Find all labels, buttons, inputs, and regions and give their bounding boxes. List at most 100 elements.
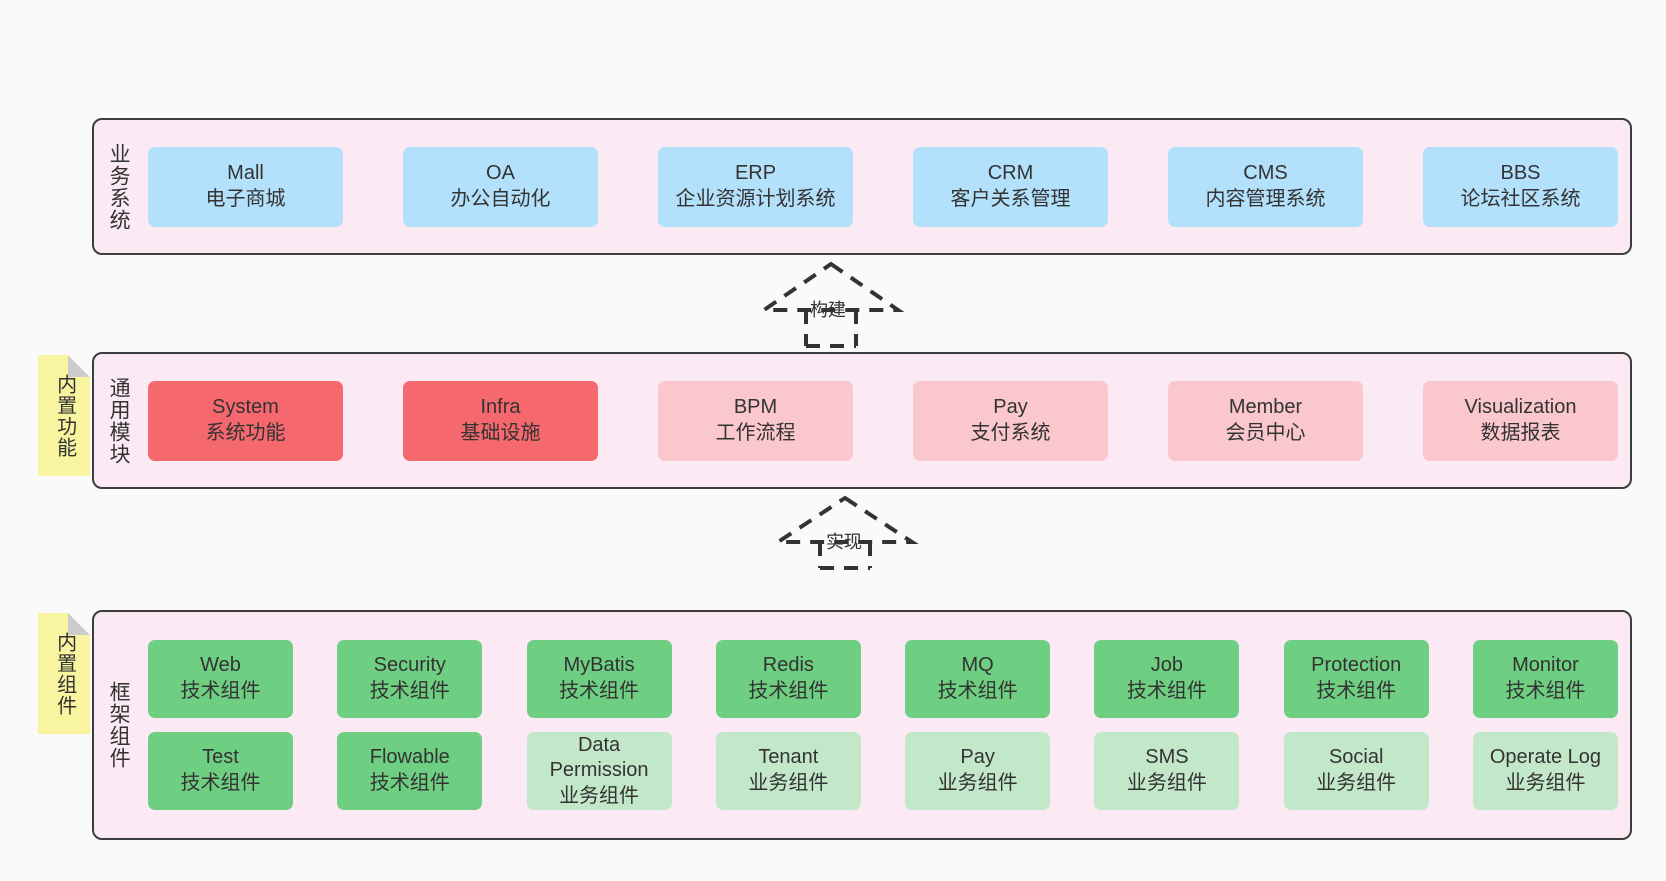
- card-title: BBS: [1500, 161, 1541, 184]
- card-title: Visualization: [1464, 395, 1577, 418]
- card-title: BPM: [733, 395, 778, 418]
- business-card-bbs[interactable]: BBS 论坛社区系统: [1423, 146, 1618, 227]
- card-title: Member: [1228, 395, 1303, 418]
- connector-implement-arrow: 实现: [771, 492, 919, 570]
- card-subtitle: 业务组件: [1316, 772, 1397, 794]
- card-subtitle: 技术组件: [1126, 680, 1207, 702]
- framework-card-redis[interactable]: Redis 技术组件: [715, 640, 861, 718]
- connector-implement-label: 实现: [826, 532, 862, 552]
- card-subtitle: 支付系统: [970, 421, 1051, 444]
- card-subtitle: 技术组件: [180, 772, 261, 794]
- framework-card-social[interactable]: Social 业务组件: [1283, 732, 1429, 810]
- layer-common-label: 通用模块: [107, 376, 131, 465]
- common-card-system[interactable]: System 系统功能: [148, 380, 343, 461]
- card-title: Redis: [762, 654, 814, 677]
- common-card-pay[interactable]: Pay 支付系统: [913, 380, 1108, 461]
- card-title: Social: [1328, 746, 1384, 769]
- framework-card-pay[interactable]: Pay 业务组件: [905, 732, 1051, 810]
- common-card-member[interactable]: Member 会员中心: [1168, 380, 1363, 461]
- card-title: Web: [200, 654, 241, 677]
- framework-card-mq[interactable]: MQ 技术组件: [905, 640, 1051, 718]
- card-subtitle: 企业资源计划系统: [675, 187, 836, 210]
- card-title: Test: [202, 746, 239, 769]
- card-title: Pay: [993, 395, 1028, 418]
- card-title: Infra: [480, 395, 521, 418]
- layer-business-label: 业务系统: [107, 142, 131, 231]
- card-subtitle: 数据报表: [1480, 421, 1561, 444]
- business-card-crm[interactable]: CRM 客户关系管理: [913, 146, 1108, 227]
- framework-card-sms[interactable]: SMS 业务组件: [1094, 732, 1240, 810]
- card-subtitle: 会员中心: [1225, 421, 1306, 444]
- sticky-note-builtin-features: 内置功能: [38, 355, 90, 476]
- card-title: CMS: [1243, 161, 1288, 184]
- framework-card-monitor[interactable]: Monitor 技术组件: [1472, 640, 1618, 718]
- card-subtitle: 工作流程: [715, 421, 796, 444]
- card-subtitle: 基础设施: [460, 421, 541, 444]
- card-title: System: [212, 395, 279, 418]
- framework-card-protection[interactable]: Protection 技术组件: [1283, 640, 1429, 718]
- card-subtitle: 业务组件: [748, 772, 829, 794]
- business-card-cms[interactable]: CMS 内容管理系统: [1168, 146, 1363, 227]
- framework-card-job[interactable]: Job 技术组件: [1094, 640, 1240, 718]
- framework-card-web[interactable]: Web 技术组件: [148, 640, 293, 718]
- card-subtitle: 内容管理系统: [1205, 187, 1326, 210]
- card-subtitle: 技术组件: [369, 772, 450, 794]
- framework-card-test[interactable]: Test 技术组件: [148, 732, 293, 810]
- card-subtitle: 系统功能: [205, 421, 286, 444]
- business-card-erp[interactable]: ERP 企业资源计划系统: [658, 146, 853, 227]
- framework-card-tenant[interactable]: Tenant 业务组件: [715, 732, 861, 810]
- sticky-note-builtin-features-label: 内置功能: [53, 373, 76, 458]
- card-subtitle: 技术组件: [937, 680, 1018, 702]
- card-subtitle: 技术组件: [1316, 680, 1397, 702]
- sticky-note-builtin-components-label: 内置组件: [53, 631, 76, 716]
- card-subtitle: 业务组件: [1126, 772, 1207, 794]
- connector-build-arrow: 构建: [757, 258, 905, 348]
- card-title: Monitor: [1512, 654, 1579, 677]
- framework-card-flowable[interactable]: Flowable 技术组件: [337, 732, 483, 810]
- common-card-infra[interactable]: Infra 基础设施: [403, 380, 598, 461]
- framework-card-operate-log[interactable]: Operate Log 业务组件: [1472, 732, 1618, 810]
- connector-build-label: 构建: [810, 300, 846, 320]
- card-title: CRM: [987, 161, 1034, 184]
- card-subtitle: 电子商城: [205, 187, 286, 210]
- layer-business-systems: 业务系统 Mall 电子商城 OA 办公自动化 ERP 企业资源计划系统 CRM 客户关系管理…: [92, 118, 1632, 255]
- card-subtitle: 技术组件: [748, 680, 829, 702]
- card-subtitle: 办公自动化: [450, 187, 551, 210]
- framework-card-security[interactable]: Security 技术组件: [337, 640, 483, 718]
- card-title: Job: [1150, 654, 1184, 677]
- card-title: Operate Log: [1489, 746, 1602, 769]
- card-title: Data Permission: [549, 733, 649, 782]
- card-subtitle: 客户关系管理: [950, 187, 1071, 210]
- business-card-row: Mall 电子商城 OA 办公自动化 ERP 企业资源计划系统 CRM 客户关系管理 CMS 内容…: [148, 146, 1618, 227]
- common-card-bpm[interactable]: BPM 工作流程: [658, 380, 853, 461]
- card-title: Security: [373, 654, 446, 677]
- card-subtitle: 业务组件: [559, 784, 640, 807]
- card-title: Mall: [227, 161, 264, 184]
- sticky-note-builtin-components: 内置组件: [38, 613, 90, 734]
- card-title: Pay: [960, 746, 995, 769]
- common-card-visualization[interactable]: Visualization 数据报表: [1423, 380, 1618, 461]
- layer-common-modules: 通用模块 System 系统功能 Infra 基础设施 BPM 工作流程 Pay 支付系统 Me…: [92, 352, 1632, 489]
- card-subtitle: 技术组件: [180, 680, 261, 702]
- card-subtitle: 技术组件: [369, 680, 450, 702]
- card-title: Flowable: [369, 746, 450, 769]
- card-subtitle: 业务组件: [937, 772, 1018, 794]
- business-card-oa[interactable]: OA 办公自动化: [403, 146, 598, 227]
- card-title: MQ: [961, 654, 994, 677]
- business-card-mall[interactable]: Mall 电子商城: [148, 146, 343, 227]
- card-title: Protection: [1311, 654, 1402, 677]
- card-title: SMS: [1145, 746, 1189, 769]
- card-title: ERP: [734, 161, 777, 184]
- card-title: Tenant: [758, 746, 819, 769]
- sticky-fold-corner: [68, 355, 90, 377]
- card-title: OA: [486, 161, 515, 184]
- card-subtitle: 技术组件: [1505, 680, 1586, 702]
- card-subtitle: 业务组件: [1505, 772, 1586, 794]
- layer-framework-label: 框架组件: [107, 681, 131, 769]
- card-subtitle: 论坛社区系统: [1460, 187, 1581, 210]
